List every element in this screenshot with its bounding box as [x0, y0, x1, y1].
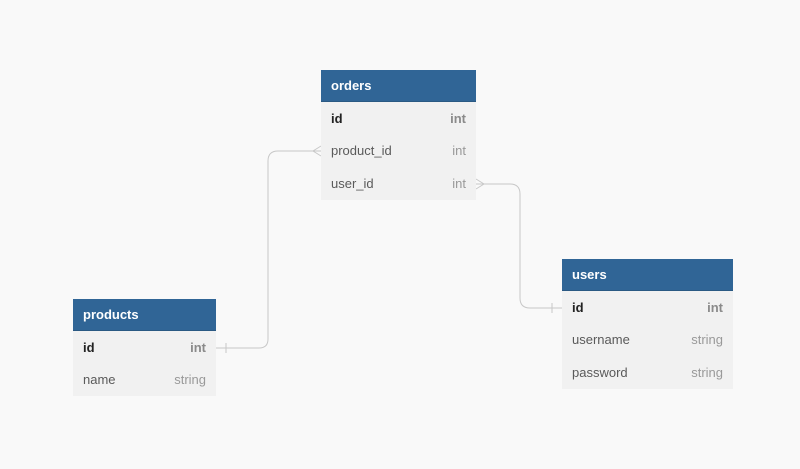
- connector-line: [476, 183, 562, 309]
- field-row-name[interactable]: name string: [73, 364, 216, 397]
- crows-foot-many-marker: [475, 178, 485, 190]
- field-name: password: [572, 364, 628, 380]
- table-title: orders: [331, 78, 372, 93]
- field-type: string: [691, 332, 723, 348]
- field-row-user-id[interactable]: user_id int: [321, 167, 476, 200]
- field-name: id: [331, 110, 343, 126]
- table-header-users[interactable]: users: [562, 259, 733, 291]
- table-title: users: [572, 267, 607, 282]
- crows-foot-many-marker: [312, 145, 322, 157]
- field-name: product_id: [331, 143, 392, 159]
- connector-line: [216, 150, 321, 349]
- field-type: int: [190, 339, 206, 355]
- table-header-products[interactable]: products: [73, 299, 216, 331]
- table-title: products: [83, 307, 139, 322]
- field-type: int: [452, 175, 466, 191]
- table-users[interactable]: users id int username string password st…: [562, 259, 733, 389]
- field-name: id: [572, 299, 584, 315]
- field-type: int: [450, 110, 466, 126]
- field-type: string: [174, 372, 206, 388]
- field-row-id[interactable]: id int: [73, 331, 216, 364]
- field-row-username[interactable]: username string: [562, 324, 733, 357]
- relation-orders-products[interactable]: [216, 145, 322, 353]
- relation-orders-users[interactable]: [475, 178, 562, 313]
- table-header-orders[interactable]: orders: [321, 70, 476, 102]
- field-name: user_id: [331, 175, 374, 191]
- field-row-product-id[interactable]: product_id int: [321, 135, 476, 168]
- field-row-id[interactable]: id int: [321, 102, 476, 135]
- field-row-password[interactable]: password string: [562, 356, 733, 389]
- field-type: int: [707, 299, 723, 315]
- field-row-id[interactable]: id int: [562, 291, 733, 324]
- field-name: id: [83, 339, 95, 355]
- field-type: int: [452, 143, 466, 159]
- field-name: username: [572, 332, 630, 348]
- field-name: name: [83, 372, 116, 388]
- table-products[interactable]: products id int name string: [73, 299, 216, 396]
- table-orders[interactable]: orders id int product_id int user_id int: [321, 70, 476, 200]
- field-type: string: [691, 364, 723, 380]
